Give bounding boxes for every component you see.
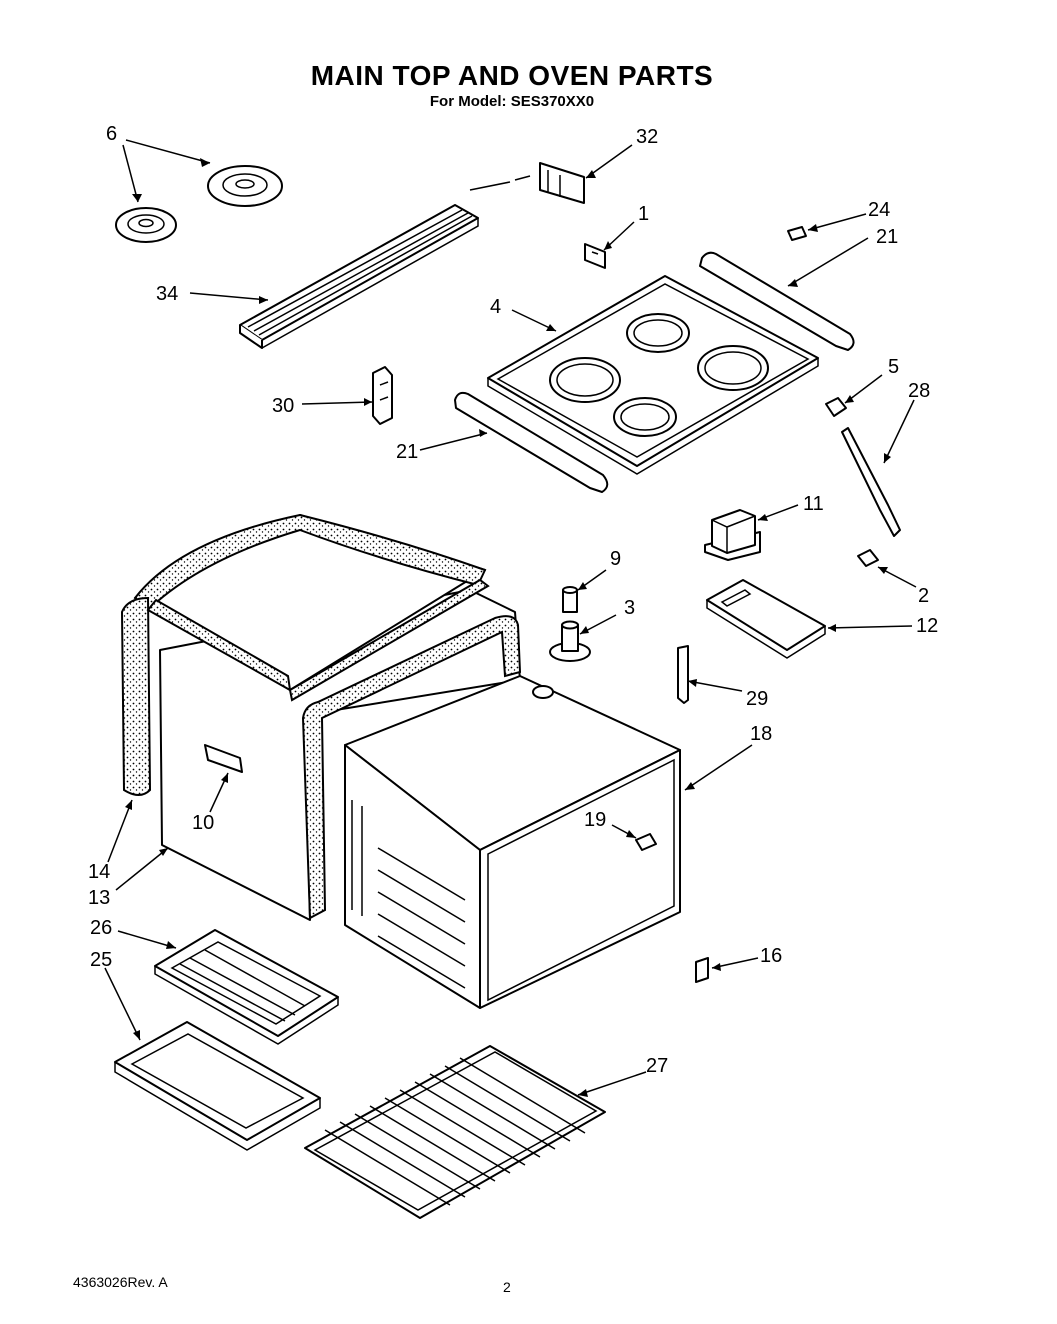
broiler-grid-26	[154, 929, 339, 1045]
clip-24	[787, 226, 807, 241]
vent-trim-34	[239, 204, 479, 349]
oven-rack-27	[304, 1045, 606, 1219]
callout-9: 9	[610, 548, 621, 570]
oven-liner-18	[344, 675, 681, 1009]
receptacle-3	[549, 620, 591, 662]
broiler-pan-25	[114, 1021, 321, 1151]
side-trim-21-right	[699, 251, 855, 351]
callout-26: 26	[90, 917, 112, 939]
callout-10: 10	[192, 812, 214, 834]
callout-21-bottom: 21	[396, 441, 418, 463]
surface-bowl-small	[115, 207, 177, 243]
page-title: MAIN TOP AND OVEN PARTS	[310, 60, 714, 91]
callout-27: 27	[646, 1055, 668, 1077]
knob-5	[825, 397, 847, 417]
callout-6: 6	[106, 123, 117, 145]
callout-3: 3	[624, 597, 635, 619]
bracket-1	[584, 243, 606, 269]
callout-34: 34	[156, 283, 178, 305]
rod-28	[841, 427, 901, 537]
cutout-10	[204, 744, 243, 773]
callout-30: 30	[272, 395, 294, 417]
switch-11	[704, 509, 761, 561]
cooktop-4	[487, 275, 819, 475]
callout-13: 13	[88, 887, 110, 909]
clip-2	[857, 549, 879, 567]
clip-16	[695, 957, 709, 983]
callout-2: 2	[918, 585, 929, 607]
callout-11: 11	[803, 493, 824, 515]
callout-1: 1	[638, 203, 649, 225]
bracket-29	[677, 645, 689, 704]
callout-19: 19	[584, 809, 606, 831]
bracket-32	[469, 162, 585, 204]
light-socket-19	[635, 833, 657, 851]
callout-5: 5	[888, 356, 899, 378]
callout-32: 32	[636, 126, 658, 148]
callout-21-top: 21	[876, 226, 898, 248]
document-number: 4363026Rev. A	[73, 1274, 168, 1290]
model-subtitle: For Model: SES370XX0	[429, 93, 595, 110]
post-9	[562, 586, 578, 613]
callout-29: 29	[746, 688, 768, 710]
plate-12	[706, 579, 826, 659]
page-number: 2	[503, 1279, 511, 1295]
leader-lines	[104, 139, 917, 1097]
callout-24: 24	[868, 199, 890, 221]
callout-28: 28	[908, 380, 930, 402]
callout-12: 12	[916, 615, 938, 637]
callout-25: 25	[90, 949, 112, 971]
surface-bowl-large	[207, 165, 283, 207]
callout-18: 18	[750, 723, 772, 745]
side-trim-21-left	[454, 391, 609, 493]
callout-4: 4	[490, 296, 501, 318]
callout-14: 14	[88, 861, 110, 883]
callout-labels: 6 32 1 24 21 34 4 5 28 30 21 11 9 2 3 12…	[88, 123, 938, 1077]
insulation-14	[120, 513, 522, 921]
callout-16: 16	[760, 945, 782, 967]
bracket-30	[372, 366, 393, 425]
